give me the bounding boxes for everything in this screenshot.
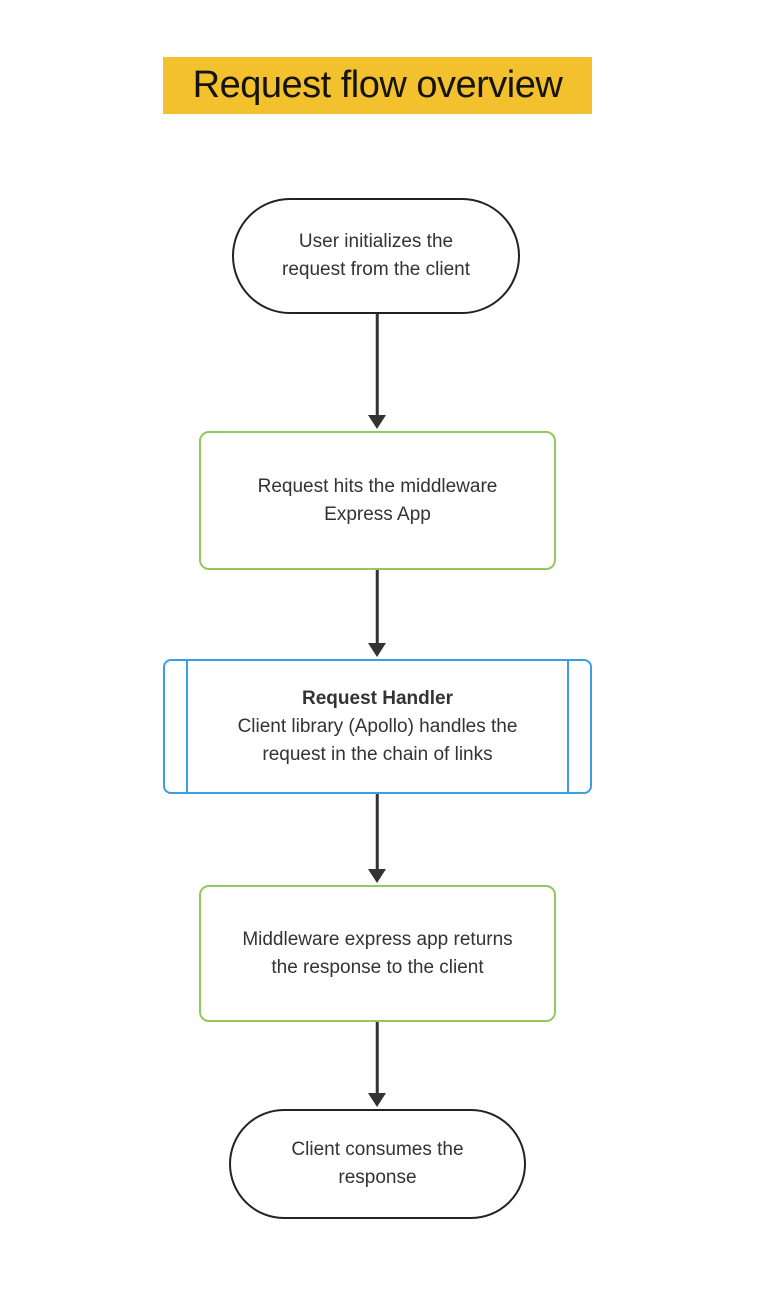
node-text-line: Client library (Apollo) handles the (237, 715, 518, 737)
arrow-line (375, 570, 379, 644)
node-text-line: User initializes the (298, 231, 454, 252)
node-text-line: Express App (324, 503, 431, 525)
node-request-handler: Request Handler Client library (Apollo) … (163, 659, 592, 794)
node-text-line: response (338, 1167, 417, 1188)
arrowhead-down-icon (368, 1093, 386, 1107)
arrowhead-down-icon (368, 869, 386, 883)
node-text-line: Request hits the middleware (257, 475, 498, 497)
connector-middleware-to-handler (368, 570, 386, 657)
node-text-line: request from the client (282, 259, 470, 280)
node-heading: Request Handler (302, 687, 453, 709)
arrowhead-down-icon (368, 643, 386, 657)
node-client-consumes-response: Client consumes the response (229, 1109, 526, 1219)
node-text-line: Client consumes the (291, 1139, 464, 1160)
arrowhead-down-icon (368, 415, 386, 429)
connector-handler-to-middleware (368, 794, 386, 883)
node-request-hits-middleware: Request hits the middleware Express App (199, 431, 556, 570)
node-text-line: request in the chain of links (262, 743, 493, 765)
connector-start-to-middleware (368, 314, 386, 429)
node-text-line: Middleware express app returns (242, 928, 513, 950)
node-middleware-returns-response: Middleware express app returns the respo… (199, 885, 556, 1022)
arrow-line (375, 794, 379, 870)
node-user-initializes-request: User initializes the request from the cl… (232, 198, 520, 314)
connector-middleware-to-end (368, 1022, 386, 1107)
subroutine-left-bar (186, 661, 188, 792)
subroutine-right-bar (567, 661, 569, 792)
arrow-line (375, 314, 379, 416)
arrow-line (375, 1022, 379, 1094)
node-text-line: the response to the client (271, 956, 484, 978)
diagram-title: Request flow overview (163, 57, 592, 114)
